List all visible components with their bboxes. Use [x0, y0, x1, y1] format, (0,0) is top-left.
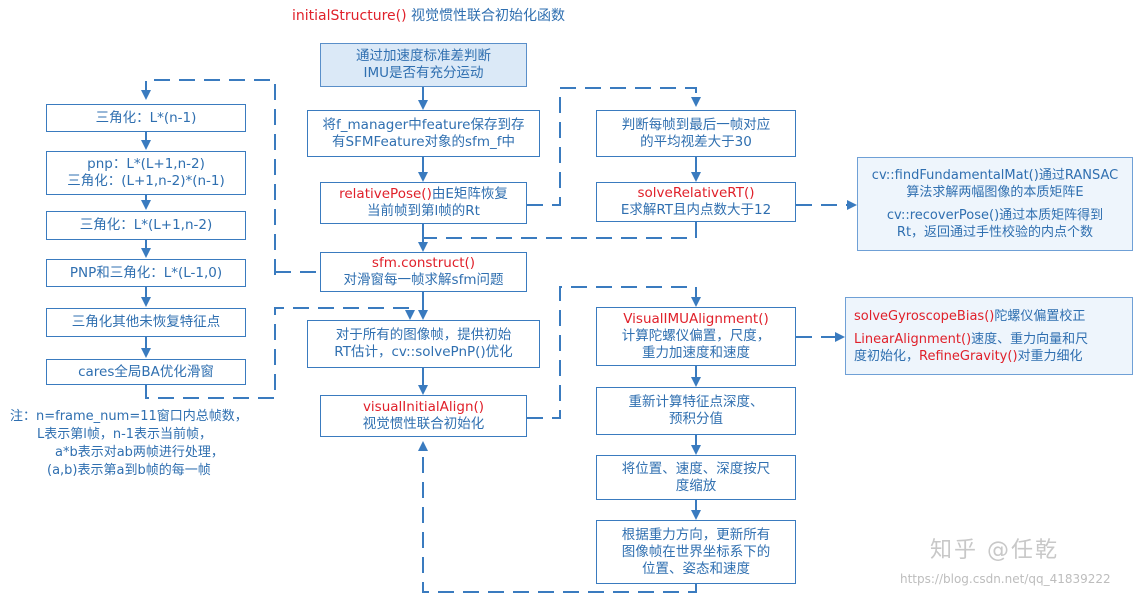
left-box-label: PNP和三角化：L*(L-1,0)	[69, 264, 223, 281]
main-box-sfm-construct: sfm.construct() 对滑窗每一帧求解sfm问题	[320, 252, 527, 292]
right-box-line: E求解RT且内点数大于12	[620, 202, 772, 218]
main-box-line: 有SFMFeature对象的sfm_f中	[332, 133, 515, 150]
right-box-line: 将位置、速度、深度按尺	[621, 460, 771, 477]
dashed-left-return	[145, 307, 415, 399]
main-box-sfm-feature: 将f_manager中feature保存到存 有SFMFeature对象的sfm…	[307, 110, 540, 157]
left-box-1: 三角化：L*(n-1)	[46, 104, 246, 132]
side-box-text: 陀螺仪偏置校正	[994, 308, 1086, 324]
footnote-line: 注：n=frame_num=11窗口内总帧数，	[10, 409, 248, 424]
left-box-label: cares全局BA优化滑窗	[78, 363, 214, 380]
side-box-line: solveGyroscopeBias()陀螺仪偏置校正	[854, 308, 1085, 325]
dashed-left-loop	[141, 79, 276, 275]
dashed-rp-return	[423, 222, 697, 239]
main-box-visual-initial-align: visualInitialAlign() 视觉惯性联合初始化	[320, 395, 527, 437]
right-box-line: 重新计算特征点深度、	[628, 394, 764, 410]
main-box-relative-pose: relativePose()由E矩阵恢复 当前帧到第l帧的Rt	[320, 182, 527, 224]
right-box-gravity-update: 根据重力方向，更新所有 图像帧在世界坐标系下的 位置、姿态和速度	[596, 520, 796, 584]
side-box-alignment: solveGyroscopeBias()陀螺仪偏置校正 LinearAlignm…	[845, 297, 1133, 375]
main-box-line: relativePose()由E矩阵恢复	[339, 186, 508, 203]
side-box-text: 速度、重力向量和尺	[971, 331, 1089, 347]
right-box-solve-relative-rt: solveRelativeRT() E求解RT且内点数大于12	[596, 182, 796, 222]
left-box-label: 三角化：L*(n-1)	[95, 109, 197, 126]
main-box-line: IMU是否有充分运动	[363, 65, 484, 81]
function-name: RefineGravity()	[919, 348, 1018, 364]
main-box-line: 将f_manager中feature保存到存	[322, 116, 525, 133]
right-box-parallax: 判断每帧到最后一帧对应 的平均视差大于30	[596, 110, 796, 157]
title-description: 视觉惯性联合初始化函数	[411, 8, 566, 24]
right-box-line: 位置、姿态和速度	[642, 560, 750, 577]
main-box-solve-pnp: 对于所有的图像帧，提供初始 RT估计，cv::solvePnP()优化	[307, 320, 540, 368]
footnote-line: L表示第l帧，n-1表示当前帧，	[37, 427, 213, 442]
left-box-5: 三角化其他未恢复特征点	[46, 308, 246, 337]
main-box-imu-check: 通过加速度标准差判断 IMU是否有充分运动	[320, 43, 527, 87]
right-box-line: 预积分值	[669, 411, 723, 427]
side-box-ransac: cv::findFundamentalMat()通过RANSAC 算法求解两幅图…	[857, 157, 1133, 251]
right-box-scale: 将位置、速度、深度按尺 度缩放	[596, 455, 796, 500]
function-name: LinearAlignment()	[854, 331, 972, 347]
dashed-rp-loop	[527, 87, 701, 206]
left-box-4: PNP和三角化：L*(L-1,0)	[46, 259, 246, 287]
title-function: initialStructure()	[292, 8, 407, 24]
right-box-visual-imu-alignment: VisualIMUAlignment() 计算陀螺仪偏置，尺度， 重力加速度和速…	[596, 307, 796, 366]
right-box-recompute-depth: 重新计算特征点深度、 预积分值	[596, 387, 796, 435]
left-box-6: cares全局BA优化滑窗	[46, 359, 246, 385]
right-box-line: 根据重力方向，更新所有	[621, 526, 771, 543]
footnote-line: a*b表示对ab两帧进行处理，	[55, 445, 224, 460]
right-box-line: 重力加速度和速度	[642, 345, 750, 361]
main-box-line: 对滑窗每一帧求解sfm问题	[343, 272, 504, 288]
right-box-line: 计算陀螺仪偏置，尺度，	[621, 328, 771, 344]
function-name: visualInitialAlign()	[362, 399, 485, 415]
left-box-label: 三角化其他未恢复特征点	[71, 314, 221, 330]
watermark-url: https://blog.csdn.net/qq_41839222	[900, 572, 1111, 586]
side-box-line: 度初始化，RefineGravity()对重力细化	[854, 348, 1083, 365]
right-box-line: 判断每帧到最后一帧对应	[621, 116, 771, 133]
side-box-line: cv::recoverPose()通过本质矩阵得到	[886, 208, 1104, 223]
function-name: solveGyroscopeBias()	[854, 308, 995, 324]
main-box-line: RT估计，cv::solvePnP()优化	[334, 344, 513, 360]
function-name: solveRelativeRT()	[637, 185, 755, 201]
footnote-line: (a,b)表示第a到b帧的每一帧	[47, 463, 211, 478]
diagram-title: initialStructure() 视觉惯性联合初始化函数	[292, 5, 565, 25]
watermark-brand: 知乎 @任乾	[930, 538, 1059, 563]
main-box-line: 通过加速度标准差判断	[356, 48, 491, 64]
left-box-3: 三角化：L*(L+1,n-2)	[46, 211, 246, 240]
left-box-label: 三角化：(L+1,n-2)*(n-1)	[67, 173, 225, 189]
main-box-line: 对于所有的图像帧，提供初始	[335, 327, 512, 343]
left-box-label: 三角化：L*(L+1,n-2)	[79, 217, 213, 233]
function-name: relativePose()	[339, 186, 432, 202]
function-name: VisualIMUAlignment()	[623, 311, 769, 327]
left-box-2: pnp：L*(L+1,n-2) 三角化：(L+1,n-2)*(n-1)	[46, 151, 246, 195]
main-box-line: 当前帧到第l帧的Rt	[367, 203, 480, 219]
side-box-text: 对重力细化	[1017, 348, 1083, 364]
side-box-text: 度初始化，	[854, 348, 920, 364]
right-box-line: 的平均视差大于30	[640, 133, 752, 150]
function-name: sfm.construct()	[371, 255, 476, 271]
side-box-line: 算法求解两幅图像的本质矩阵E	[906, 185, 1084, 200]
side-box-line: cv::findFundamentalMat()通过RANSAC	[871, 168, 1119, 183]
right-box-line: 图像帧在世界坐标系下的	[621, 543, 771, 560]
right-box-line: 度缩放	[675, 477, 717, 494]
left-box-label: pnp：L*(L+1,n-2)	[87, 156, 205, 172]
main-box-line: 视觉惯性联合初始化	[362, 416, 485, 432]
footnote: 注：n=frame_num=11窗口内总帧数， L表示第l帧，n-1表示当前帧，…	[10, 408, 248, 480]
side-box-line: LinearAlignment()速度、重力向量和尺	[854, 331, 1088, 348]
function-suffix: 由E矩阵恢复	[431, 186, 508, 202]
dashed-via-loop	[527, 286, 701, 419]
dashed-via-return	[418, 441, 697, 593]
side-box-line: Rt，返回通过手性校验的内点个数	[896, 225, 1094, 240]
